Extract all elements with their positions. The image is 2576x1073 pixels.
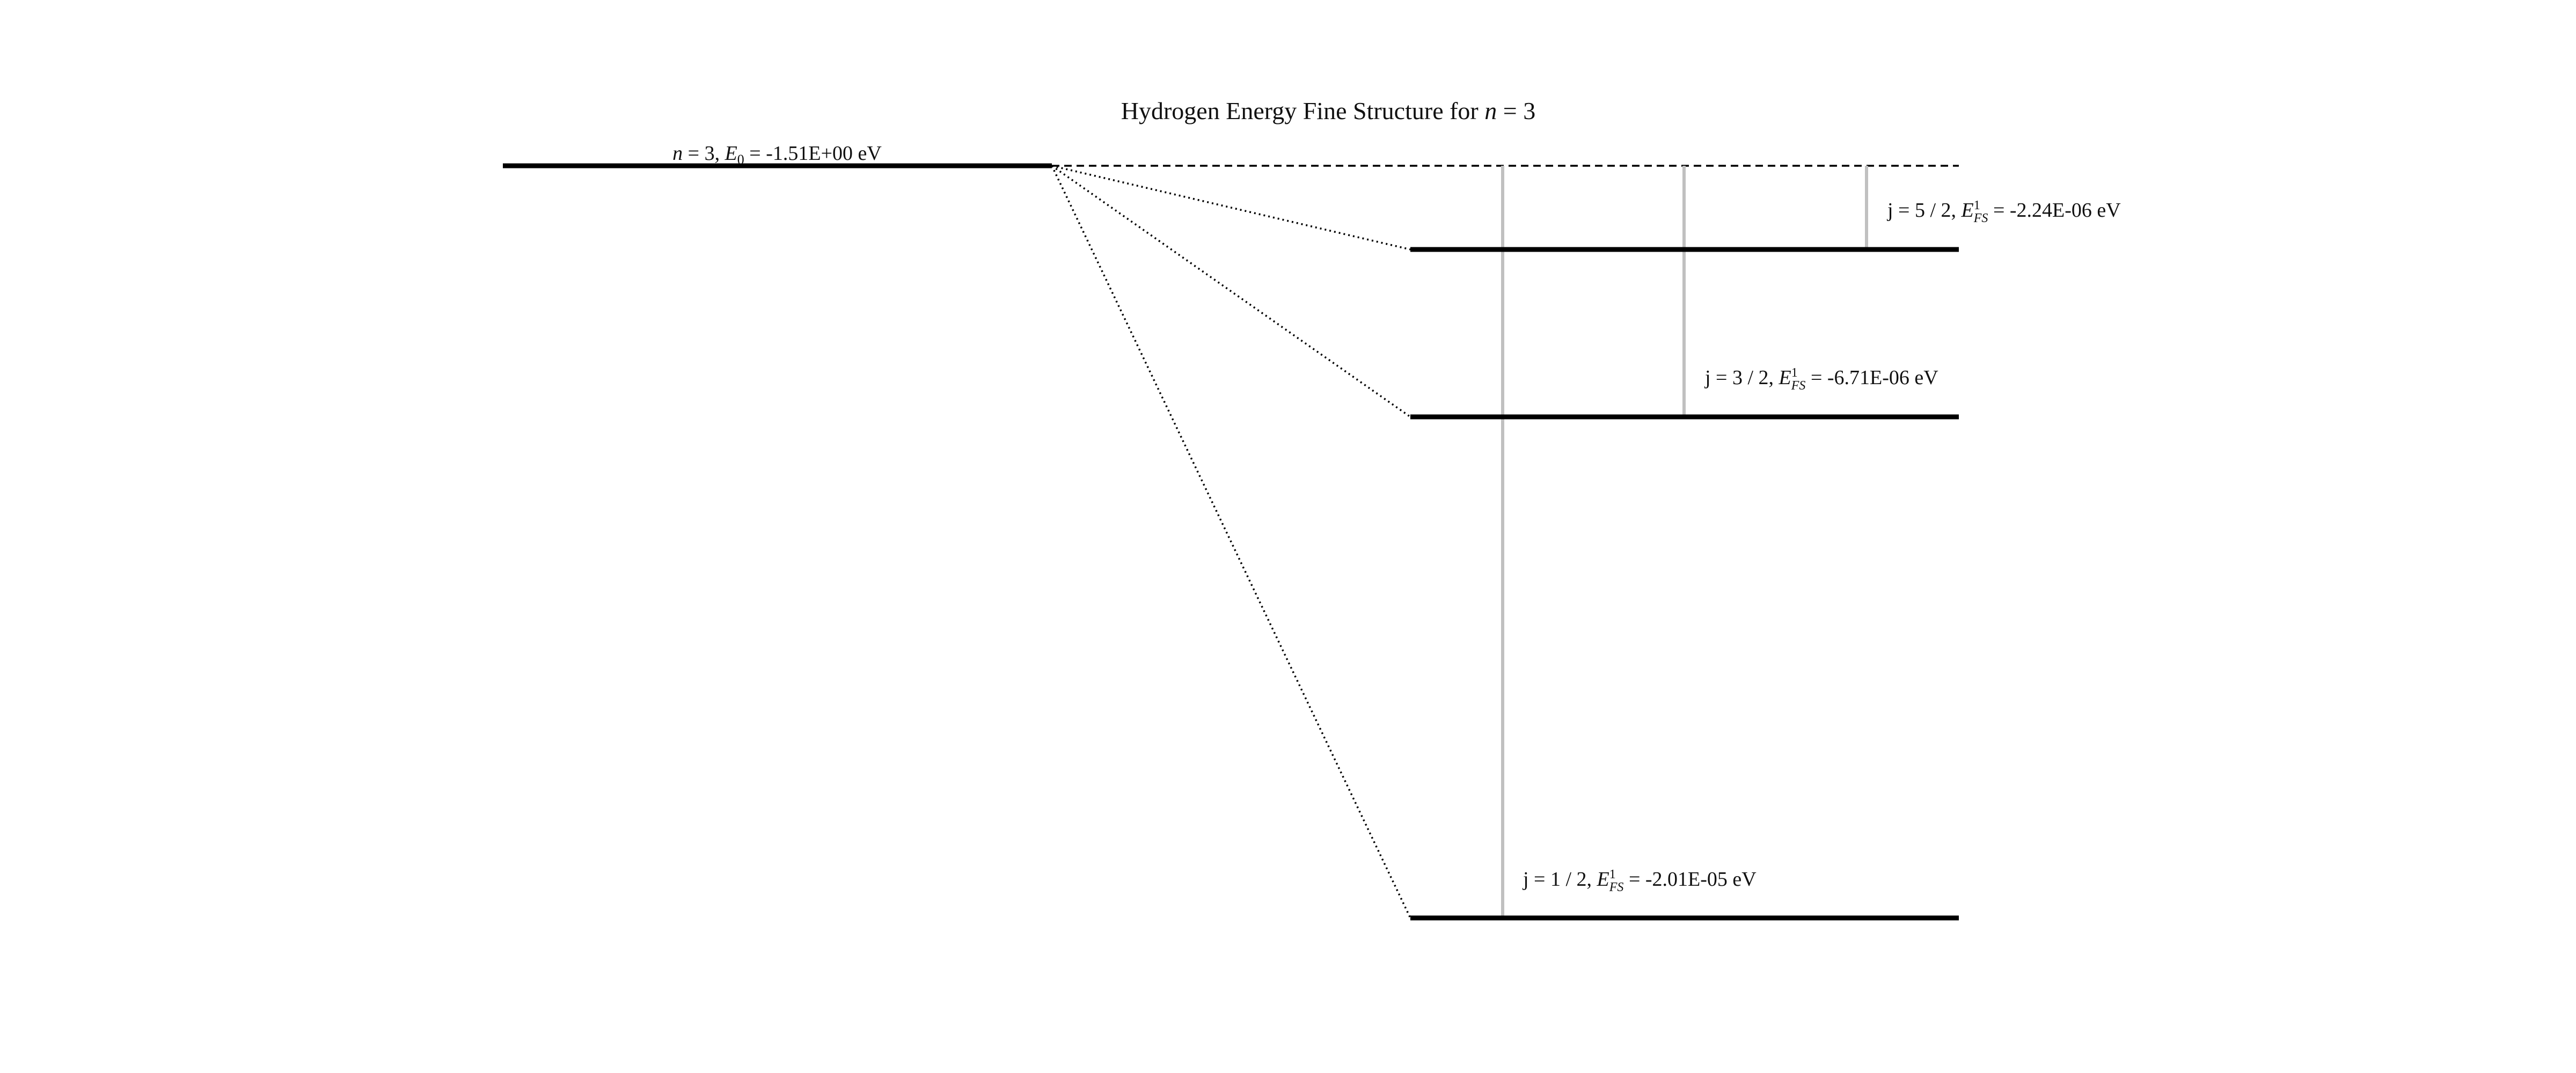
diagram-title: Hydrogen Energy Fine Structure for n = 3 (1121, 97, 1535, 124)
connector-j52 (1051, 165, 1411, 251)
connector-j12 (1051, 165, 1411, 918)
base-level-label: n = 3, E0 = -1.51E+00 eV (672, 142, 882, 167)
connector-j32 (1051, 165, 1411, 418)
